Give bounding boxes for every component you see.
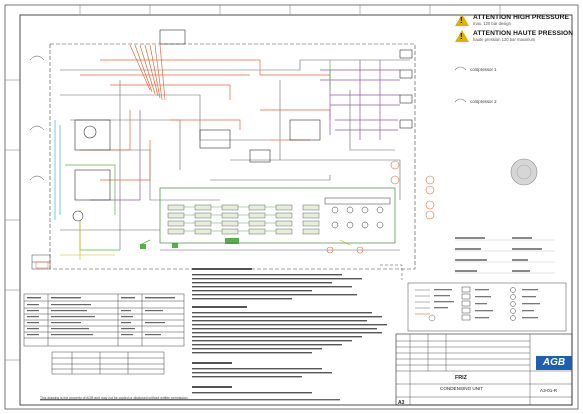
warning-icon (455, 30, 469, 42)
compressor-1-label: compressor 1 (470, 67, 497, 72)
warning-subtitle: haute pression 120 bar maximum (473, 37, 536, 42)
warning-icon (455, 14, 469, 26)
drawing-number: A3-01-R (540, 388, 558, 393)
warning-high-pressure: ATTENTION HIGH PRESSURE max. 120 bar des… (455, 14, 569, 26)
warning-title: ATTENTION HIGH PRESSURE (473, 14, 569, 21)
footer-note: This drawing is the property of AGB and … (40, 396, 189, 400)
drawing-title-line2: CONDENSING UNIT (440, 386, 484, 391)
warning-subtitle: max. 120 bar design (473, 21, 511, 26)
warning-title: ATTENTION HAUTE PRESSION (473, 30, 574, 37)
drawing-title-line1: FRIZ (455, 375, 467, 381)
sheet-format: A3 (398, 400, 405, 406)
company-logo: AGB (536, 356, 572, 370)
warning-haute-pression: ATTENTION HAUTE PRESSION haute pression … (455, 30, 573, 42)
compressor-2-label: compressor 2 (470, 99, 497, 104)
